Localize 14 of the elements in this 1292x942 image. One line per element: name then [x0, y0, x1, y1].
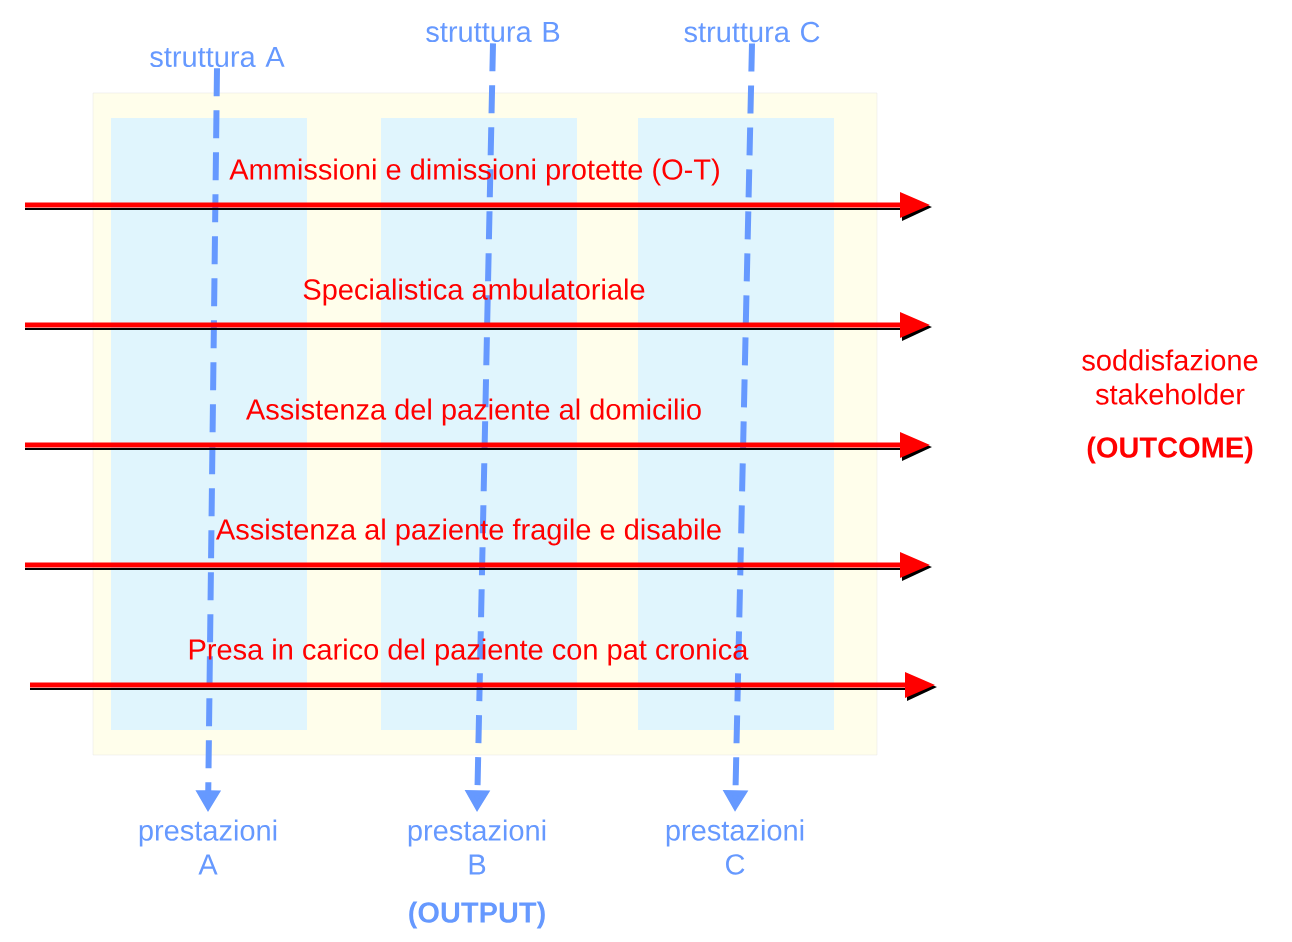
outcome-label: (OUTCOME) — [1087, 436, 1253, 464]
outcome-label: soddisfazione stakeholder — [1082, 349, 1258, 405]
structure-label: prestazioni A — [139, 819, 277, 875]
pathway-label: Assistenza del paziente al domicilio — [246, 398, 701, 426]
pathway-label: Assistenza al paziente fragile e disabile — [216, 518, 721, 546]
pathway-label: Presa in carico del paziente con pat cronica — [189, 638, 749, 666]
structure-label: prestazioni C — [666, 819, 804, 875]
structure-label: prestazioni B — [408, 819, 546, 875]
structure-label: struttura B — [426, 21, 560, 43]
structure-label: struttura C — [684, 21, 820, 43]
output-label: (OUTPUT) — [409, 901, 545, 929]
structure-label: struttura A — [150, 46, 285, 68]
pathway-label: Specialistica ambulatoriale — [303, 278, 645, 306]
pathway-label: Ammissioni e dimissioni protette (O-T) — [229, 158, 719, 186]
